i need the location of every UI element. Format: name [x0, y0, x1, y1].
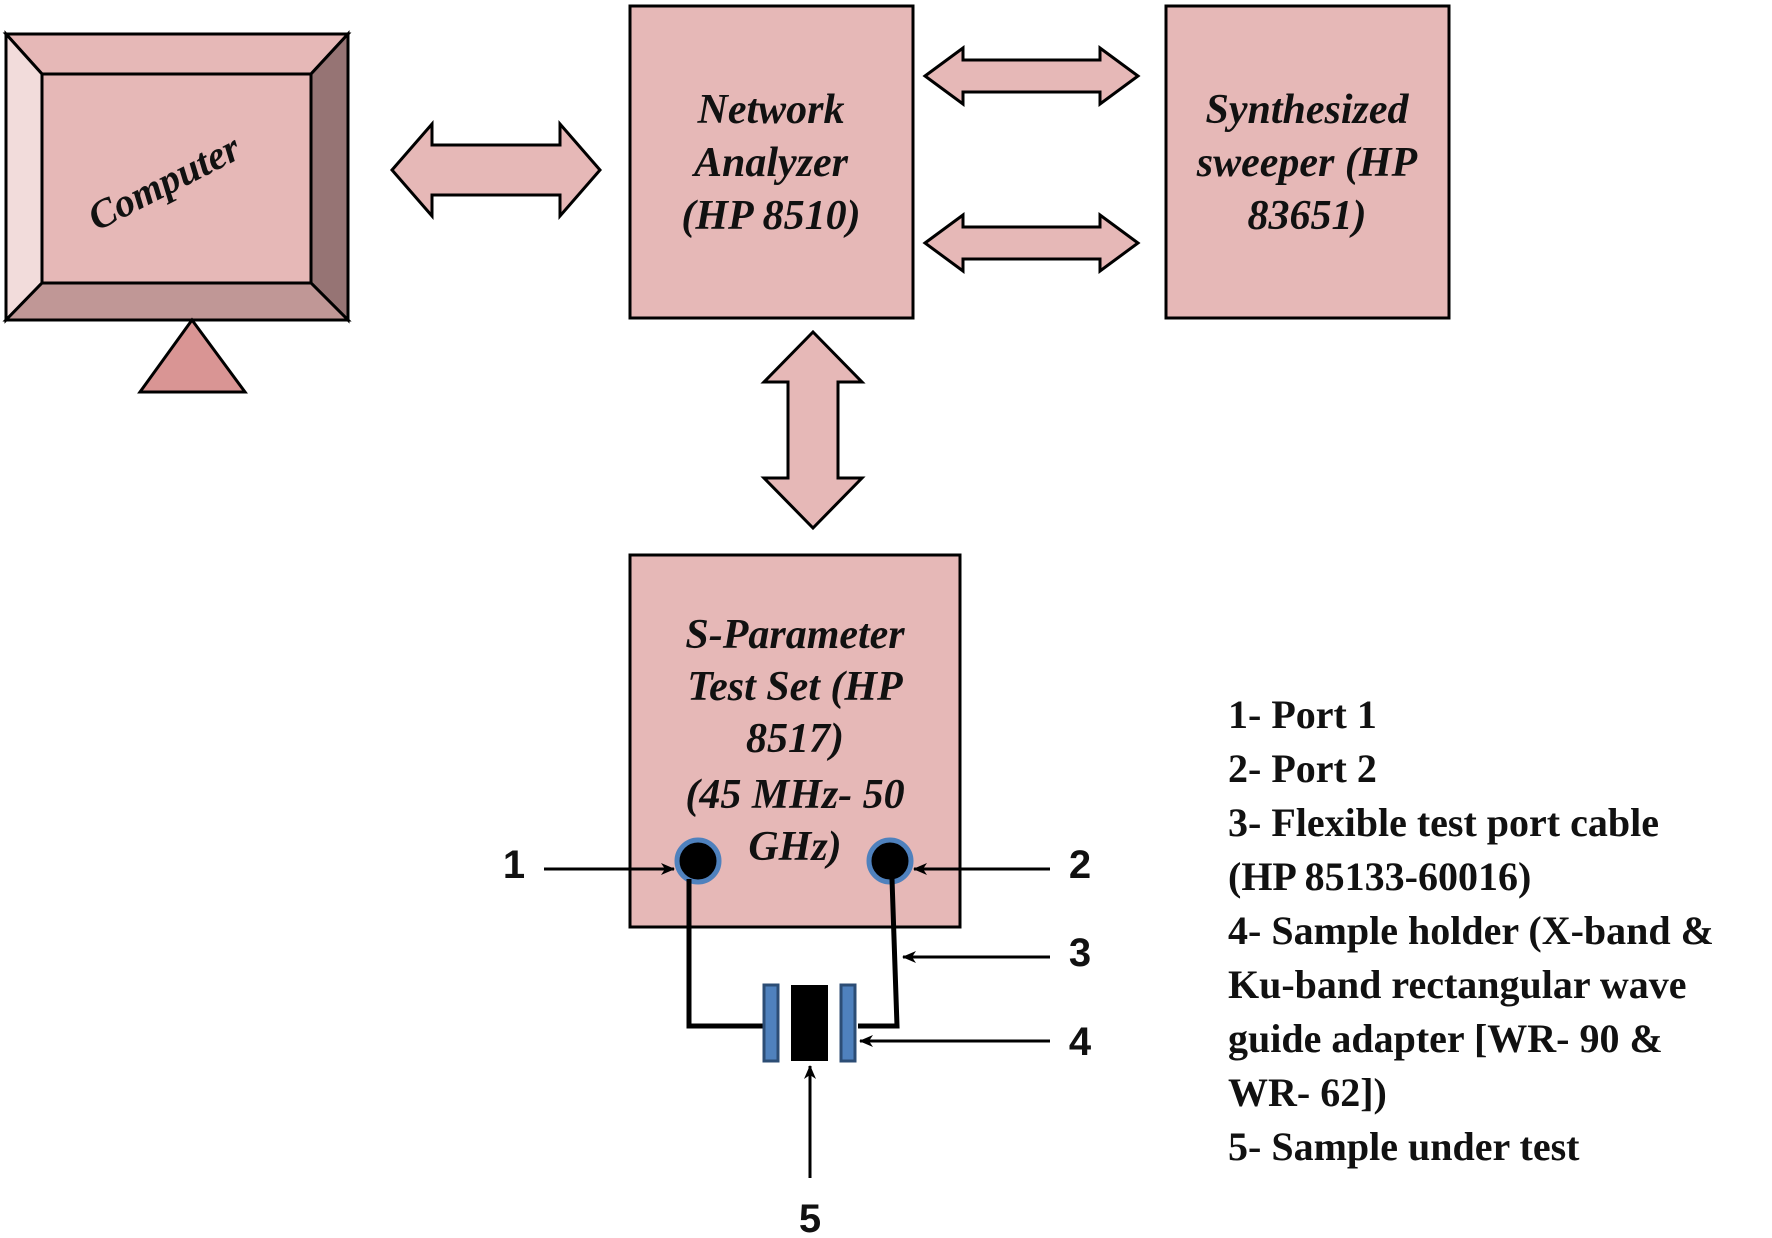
- s-parameter-test-set-box: S-Parameter Test Set (HP 8517) (45 MHz- …: [628, 553, 962, 929]
- legend-line: 3- Flexible test port cable: [1228, 800, 1659, 845]
- legend-line: 4- Sample holder (X-band &: [1228, 908, 1714, 953]
- legend-line: 1- Port 1: [1228, 692, 1377, 737]
- monitor-frame-top: [2, 32, 352, 76]
- test-set-line-3: 8517): [746, 716, 844, 762]
- legend-line: WR- 62]): [1228, 1070, 1387, 1115]
- monitor-stand: [137, 317, 248, 394]
- computer-monitor: Computer: [2, 30, 352, 394]
- synthesized-sweeper-rect: [1164, 4, 1451, 320]
- network-analyzer-line-3: (HP 8510): [681, 193, 860, 239]
- sample-under-test: [791, 985, 828, 1061]
- test-set-line-4: (45 MHz- 50: [685, 772, 904, 818]
- cable-port-1: [686, 879, 768, 1029]
- legend-line: Ku-band rectangular wave: [1228, 962, 1687, 1007]
- callout-number-1: 1: [503, 843, 525, 887]
- legend-line: 2- Port 2: [1228, 746, 1377, 791]
- port-1-connector: [674, 837, 722, 885]
- monitor-frame-bottom: [2, 281, 352, 322]
- monitor-frame-left: [4, 30, 44, 324]
- network-analyzer-rect: [628, 4, 915, 320]
- test-set-line-2: Test Set (HP: [687, 664, 903, 710]
- network-analyzer-box: Network Analyzer (HP 8510): [628, 4, 915, 320]
- monitor-frame-right: [309, 30, 350, 324]
- legend-line: 5- Sample under test: [1228, 1124, 1580, 1169]
- cable-port-2: [858, 878, 900, 1029]
- double-arrow-analyzer-sweeper-top: [922, 45, 1141, 107]
- network-analyzer-line-1: Network: [697, 87, 845, 133]
- synthesized-sweeper-box: Synthesized sweeper (HP 83651): [1164, 4, 1451, 320]
- double-arrow-computer-analyzer: [390, 119, 602, 221]
- legend-line: guide adapter [WR- 90 &: [1228, 1016, 1663, 1061]
- sample-holder-flange-right: [839, 983, 857, 1063]
- test-set-line-5: GHz): [748, 824, 841, 870]
- sweeper-line-3: 83651): [1248, 193, 1367, 239]
- port-2-connector: [866, 837, 914, 885]
- monitor-screen: [40, 72, 313, 285]
- sweeper-line-2: sweeper (HP: [1196, 140, 1418, 186]
- callout-number-4: 4: [1069, 1020, 1092, 1064]
- callout-number-3: 3: [1069, 931, 1091, 975]
- sample-holder-flange-left: [762, 983, 780, 1063]
- legend: 1- Port 1 2- Port 2 3- Flexible test por…: [1228, 688, 1768, 1174]
- double-arrow-analyzer-sweeper-bottom: [922, 212, 1141, 274]
- test-set-line-1: S-Parameter: [685, 612, 905, 658]
- legend-line: (HP 85133-60016): [1228, 854, 1532, 899]
- callout-number-5: 5: [799, 1197, 821, 1238]
- network-analyzer-line-2: Analyzer: [691, 140, 849, 186]
- double-arrow-analyzer-testset: [760, 329, 866, 531]
- callout-number-2: 2: [1069, 843, 1091, 887]
- sweeper-line-1: Synthesized: [1205, 87, 1409, 133]
